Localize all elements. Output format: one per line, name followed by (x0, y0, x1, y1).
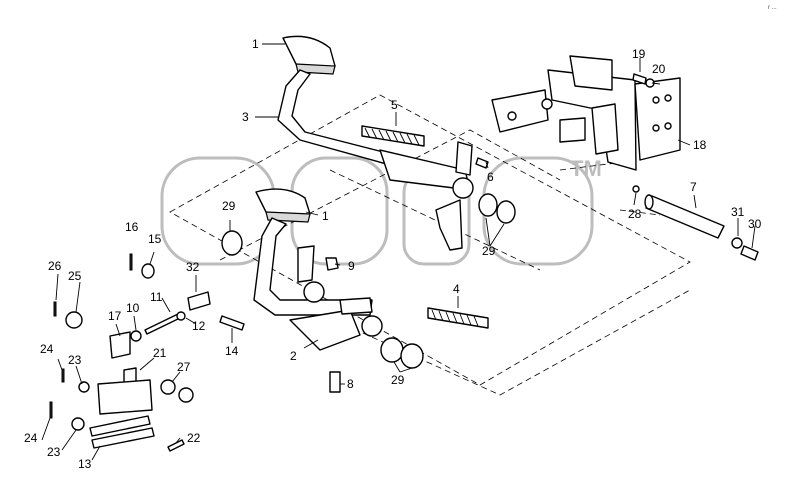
nut-9 (325, 257, 339, 271)
washer-25 (65, 311, 83, 329)
callout-30: 30 (748, 217, 762, 231)
upper-spring (361, 125, 425, 147)
pin-22 (167, 439, 185, 452)
callout-26: 26 (48, 259, 62, 273)
lower-pedal (253, 188, 383, 351)
callout-6: 6 (487, 170, 494, 184)
callout-20: 20 (652, 62, 666, 76)
callout-28: 28 (628, 207, 642, 221)
callout-10: 10 (126, 301, 140, 315)
callout-29c: 29 (391, 373, 405, 387)
lever-21 (97, 367, 153, 415)
callout-12: 12 (192, 319, 206, 333)
callout-17: 17 (108, 309, 122, 323)
bushings-upper (478, 193, 516, 224)
nut-12 (176, 311, 186, 321)
callout-8: 8 (347, 377, 354, 391)
callout-25: 25 (68, 269, 82, 283)
nut-10 (130, 330, 142, 342)
callout-3: 3 (242, 110, 249, 124)
washer-23-lower (71, 417, 85, 431)
washer-23-upper (78, 381, 90, 393)
bushings-27 (160, 379, 194, 403)
callout-27: 27 (177, 360, 191, 374)
pin-16 (129, 253, 133, 271)
pin-26 (53, 301, 57, 317)
callout-7: 7 (690, 180, 697, 194)
pin-14 (219, 315, 245, 331)
callout-31: 31 (731, 205, 745, 219)
upper-pedal (277, 35, 474, 199)
pin-24-upper (61, 368, 65, 383)
pivot-pin (632, 185, 759, 261)
corner-mark: r ... (768, 5, 777, 11)
callout-labels: 1 1 2 3 4 5 6 7 8 9 10 11 12 13 14 15 16… (24, 37, 762, 471)
clevis-bracket (435, 141, 489, 251)
callout-13: 13 (78, 457, 92, 471)
callout-1b: 1 (322, 209, 329, 223)
linkage-rod-11 (144, 313, 181, 335)
callout-24b: 24 (24, 431, 38, 445)
callout-19: 19 (632, 47, 646, 61)
callout-1a: 1 (252, 37, 259, 51)
clevis-17 (109, 331, 131, 359)
callout-21: 21 (153, 346, 167, 360)
lower-spring (427, 307, 489, 329)
trademark-mark: TM (570, 156, 602, 181)
callout-22: 22 (187, 431, 201, 445)
plates-13 (89, 415, 155, 449)
leader-lines (41, 43, 756, 461)
callout-4: 4 (453, 282, 460, 296)
callout-16: 16 (125, 220, 139, 234)
callout-15: 15 (148, 232, 162, 246)
callout-24a: 24 (40, 342, 54, 356)
callout-32: 32 (186, 260, 200, 274)
pin-24-lower (49, 401, 53, 419)
callout-14: 14 (225, 344, 239, 358)
washer-15 (141, 263, 155, 279)
callout-9: 9 (348, 259, 355, 273)
callout-18: 18 (693, 138, 707, 152)
callout-23b: 23 (47, 445, 61, 459)
bushing-left (221, 230, 243, 256)
bushings-lower (380, 337, 424, 369)
mounting-bracket (491, 55, 681, 171)
callout-29b: 29 (482, 244, 496, 258)
callout-29a: 29 (222, 199, 236, 213)
bolt-and-washer-19-20 (632, 73, 655, 88)
callout-2: 2 (290, 349, 297, 363)
callout-5: 5 (391, 98, 398, 112)
bolt-8 (329, 371, 341, 393)
clevis-32 (187, 291, 211, 311)
callout-23a: 23 (68, 353, 82, 367)
callout-11: 11 (150, 290, 163, 304)
